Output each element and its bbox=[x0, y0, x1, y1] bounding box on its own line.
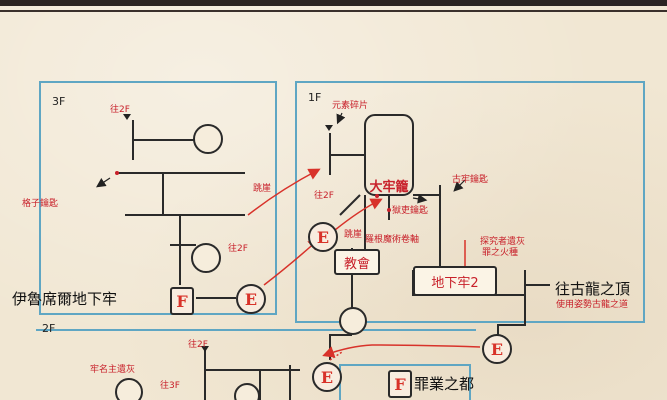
label-to-2f-mid: 往2F bbox=[228, 244, 248, 254]
marker-1f-dot-1 bbox=[375, 194, 379, 198]
label-sin-fire-seed: 罪之火種 bbox=[482, 248, 519, 258]
marker-1f-dot-2 bbox=[387, 208, 391, 212]
floor-label-2f: 2F bbox=[42, 322, 56, 335]
label-element-fragment: 元素碎片 bbox=[332, 101, 369, 111]
label-cell-master-ash: 牢名主遺灰 bbox=[90, 365, 136, 375]
label-to-3f: 往3F bbox=[160, 381, 180, 391]
label-roman-magic-scroll: 羅根魔術卷軸 bbox=[365, 235, 420, 245]
marker-2f-pin bbox=[201, 346, 209, 352]
frame-2f-right bbox=[339, 364, 471, 400]
fast-travel-badge-2f[interactable]: F bbox=[388, 370, 412, 398]
exit-badge-1f-left[interactable]: E bbox=[308, 222, 338, 252]
label-ancient-dragon-pose: 使用姿勢古龍之道 bbox=[556, 300, 629, 310]
label-jail-official-key: 獄吏鑰匙 bbox=[392, 206, 429, 216]
label-to-2f-1f: 往2F bbox=[314, 191, 334, 201]
room-3f-a bbox=[193, 124, 223, 154]
area-city-of-sin: 罪業之都 bbox=[414, 375, 475, 393]
fast-travel-badge-3f[interactable]: F bbox=[170, 287, 194, 315]
label-jump-down-2: 跳崖 bbox=[344, 230, 363, 240]
label-to-2f-top: 往2F bbox=[110, 105, 130, 115]
routes-dark bbox=[96, 112, 466, 204]
room-2f-a bbox=[115, 378, 143, 400]
area-to-ancient-dragon-peak: 往古龍之頂 bbox=[555, 280, 631, 298]
label-explorer-ash: 探究者遺灰 bbox=[480, 237, 526, 247]
label-jump-down-1: 跳崖 bbox=[253, 184, 272, 194]
label-lattice-key: 格子鑰匙 bbox=[22, 199, 59, 209]
exit-badge-2f[interactable]: E bbox=[312, 362, 342, 392]
map-2f-lines bbox=[204, 350, 300, 400]
floor-label-1f: 1F bbox=[308, 91, 322, 104]
top-rule bbox=[0, 10, 667, 12]
room-2f-b bbox=[234, 383, 260, 400]
frame-1f bbox=[295, 81, 645, 323]
area-big-cell: 大牢籠 bbox=[369, 179, 409, 195]
exit-badge-3f[interactable]: E bbox=[236, 284, 266, 314]
label-ancient-cell-key: 古牢鑰匙 bbox=[452, 175, 489, 185]
routes-red bbox=[247, 168, 481, 361]
area-dungeon-name: 伊魯席爾地下牢 bbox=[12, 290, 118, 308]
exit-badge-1f-right[interactable]: E bbox=[482, 334, 512, 364]
room-3f-b bbox=[191, 243, 221, 273]
marker-1f-pin bbox=[325, 125, 333, 131]
marker-3f-dot bbox=[115, 171, 119, 175]
marker-3f-pin bbox=[123, 114, 131, 120]
area-church[interactable]: 教會 bbox=[334, 249, 380, 275]
frame-3f bbox=[39, 81, 277, 315]
map-3f-lines bbox=[117, 120, 245, 299]
area-underground-cell-2[interactable]: 地下牢2 bbox=[413, 266, 497, 296]
floor-label-3f: 3F bbox=[52, 95, 66, 108]
label-to-2f-bottom: 往2F bbox=[188, 340, 208, 350]
top-bar bbox=[0, 0, 667, 6]
room-1f-a bbox=[339, 307, 367, 335]
